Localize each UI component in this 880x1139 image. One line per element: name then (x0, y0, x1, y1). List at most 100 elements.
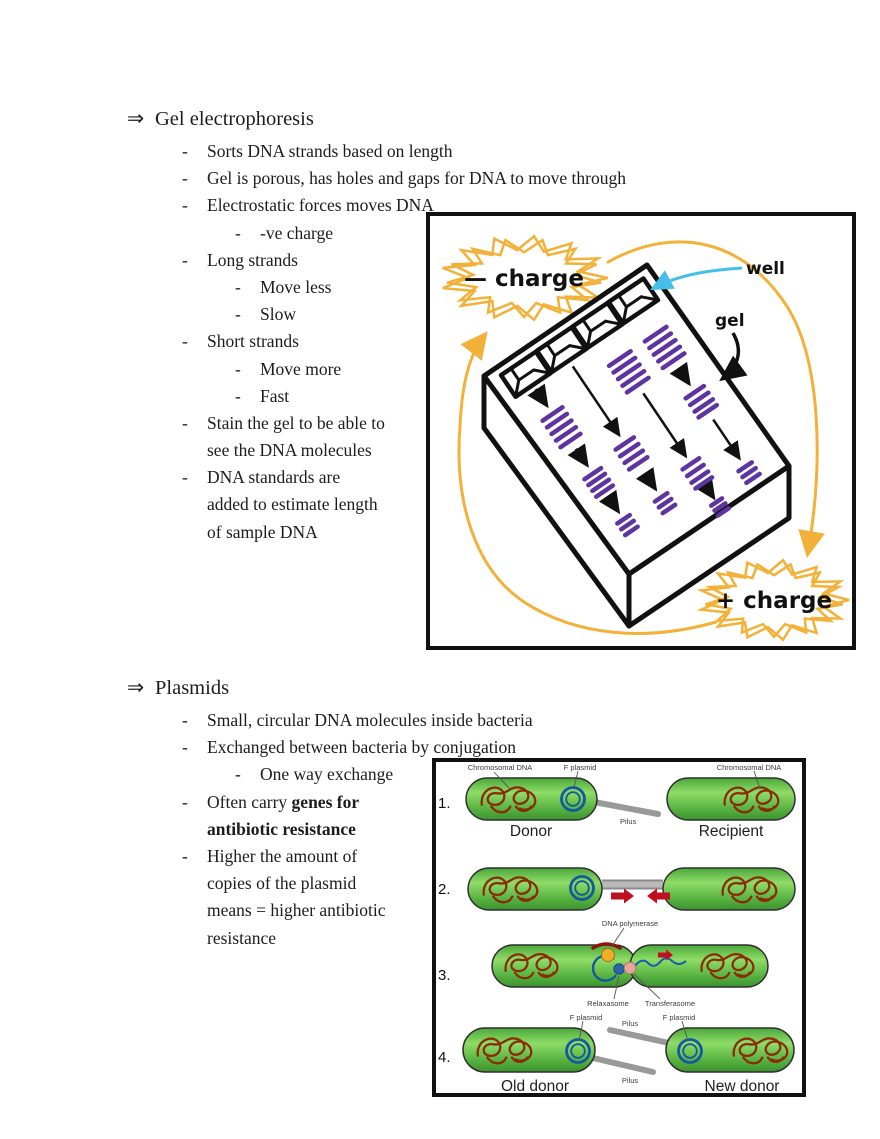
current-loop-arrows (457, 240, 825, 635)
label-pilus: Pilus (620, 817, 637, 826)
bullet-dash: - (235, 276, 241, 297)
label-pilus: Pilus (622, 1019, 639, 1028)
bullet-dash: - (182, 467, 188, 488)
bullet-dash: - (235, 385, 241, 406)
label-transferasome: Transferasome (645, 999, 695, 1008)
well-pointer-arrow (650, 266, 743, 291)
gel-pointer-arrow (719, 332, 748, 382)
step-4: 4. F plasmid F plasmid Pilus Pilus Old d… (438, 1013, 795, 1093)
note-text: Exchanged between bacteria by conjugatio… (207, 737, 517, 758)
positive-charge-label: + charge (716, 588, 832, 614)
f-plasmid-ring (560, 786, 586, 812)
note-line: of sample DNA (127, 519, 867, 546)
lane-1 (527, 383, 640, 538)
note-line: see the DNA molecules (127, 437, 867, 464)
note-text: resistance (207, 927, 276, 948)
section-plasmids: ⇒Plasmids -Small, circular DNA molecules… (127, 673, 867, 952)
note-text: copies of the plasmid (207, 873, 357, 894)
pull-arrow-right (611, 888, 634, 904)
note-text: Sorts DNA strands based on length (207, 141, 453, 161)
double-arrow-marker: ⇒ (127, 108, 145, 130)
note-text: Small, circular DNA molecules inside bac… (207, 710, 533, 730)
positive-charge-burst: + charge (696, 558, 850, 642)
bullet-dash: - (182, 791, 188, 812)
pilus-rod (591, 799, 661, 817)
section-heading: ⇒Plasmids (127, 673, 867, 703)
label-relaxasome: Relaxasome (587, 999, 629, 1008)
note-line: --ve charge (127, 220, 867, 247)
note-line: resistance (127, 925, 867, 952)
note-text: One way exchange (260, 764, 394, 785)
bullet-list: -Small, circular DNA molecules inside ba… (127, 707, 867, 952)
step-2: 2. (438, 867, 796, 911)
step-number: 3. (438, 967, 451, 984)
negative-charge-burst: — charge (442, 234, 608, 322)
label-chromosomal-dna: Chromosomal DNA (717, 763, 782, 772)
note-line: -Stain the gel to be able to (127, 410, 867, 437)
note-line: -Often carry genes for (127, 789, 867, 816)
bullet-dash: - (235, 358, 241, 379)
note-text: Often carry genes for (207, 791, 360, 812)
dna-band-group (642, 324, 762, 486)
label-f-plasmid: F plasmid (564, 763, 597, 772)
note-text: Slow (260, 304, 296, 325)
bullet-dash: - (235, 304, 241, 325)
bullet-dash: - (235, 222, 241, 243)
lane-4 (642, 324, 762, 486)
note-text: antibiotic resistance (207, 818, 356, 839)
note-line: -Move more (127, 356, 867, 383)
f-plasmid-ring (565, 1038, 703, 1064)
donor-bacterium (465, 777, 598, 821)
gel-drawing: — charge + charge (442, 234, 850, 642)
note-line: -Higher the amount of (127, 843, 867, 870)
relaxasome-blob (613, 963, 625, 975)
note-text: Fast (260, 385, 290, 406)
note-text: of sample DNA (207, 521, 318, 542)
lane-3 (606, 349, 731, 518)
note-line: -Short strands (127, 328, 867, 355)
note-line: -Fast (127, 383, 867, 410)
transfer-arrow (658, 949, 673, 961)
replication-arc (591, 942, 622, 950)
note-line: -Move less (127, 274, 867, 301)
lane-2 (571, 365, 678, 516)
old-donor-pilus (590, 1055, 656, 1075)
step-1: 1. Chromosomal DNA F plasmid Chromosomal… (438, 763, 796, 840)
bullet-dash: - (182, 737, 188, 758)
caption-new-donor: New donor (705, 1078, 780, 1093)
note-line: -Exchanged between bacteria by conjugati… (127, 734, 867, 761)
dna-band-group (606, 349, 731, 518)
note-line: -Electrostatic forces moves DNA (127, 192, 867, 219)
heading-text: Plasmids (155, 677, 230, 699)
step-3: 3. DNA polymerase Relaxasome Transferaso… (438, 919, 769, 1008)
note-text: Long strands (207, 249, 298, 270)
label-dna-polymerase: DNA polymerase (602, 919, 658, 928)
note-text: Stain the gel to be able to (207, 412, 385, 433)
bullet-dash: - (182, 331, 188, 352)
label-pilus: Pilus (622, 1076, 639, 1085)
heading-text: Gel electrophoresis (155, 108, 314, 130)
label-f-plasmid: F plasmid (570, 1013, 603, 1022)
bullet-dash: - (182, 845, 188, 866)
step-number: 1. (438, 795, 451, 812)
note-line: -Gel is porous, has holes and gaps for D… (127, 165, 867, 192)
note-text: added to estimate length (207, 494, 378, 515)
caption-recipient: Recipient (699, 823, 764, 840)
gel-annotation-label: gel (715, 311, 745, 331)
dna-lanes (527, 324, 762, 538)
gel-electrophoresis-figure: — charge + charge (426, 212, 856, 650)
caption-old-donor: Old donor (501, 1078, 569, 1093)
label-f-plasmid: F plasmid (663, 1013, 696, 1022)
note-line: -DNA standards are (127, 464, 867, 491)
bullet-dash: - (182, 168, 188, 189)
note-line: means = higher antibiotic (127, 897, 867, 924)
transferasome-blob (623, 961, 637, 975)
note-line: -Small, circular DNA molecules inside ba… (127, 707, 867, 734)
dna-band-group (540, 405, 640, 538)
note-line: -Slow (127, 301, 867, 328)
bullet-dash: - (235, 764, 241, 785)
note-text: Gel is porous, has holes and gaps for DN… (207, 168, 626, 189)
note-line: added to estimate length (127, 491, 867, 518)
note-text: means = higher antibiotic (207, 900, 386, 921)
